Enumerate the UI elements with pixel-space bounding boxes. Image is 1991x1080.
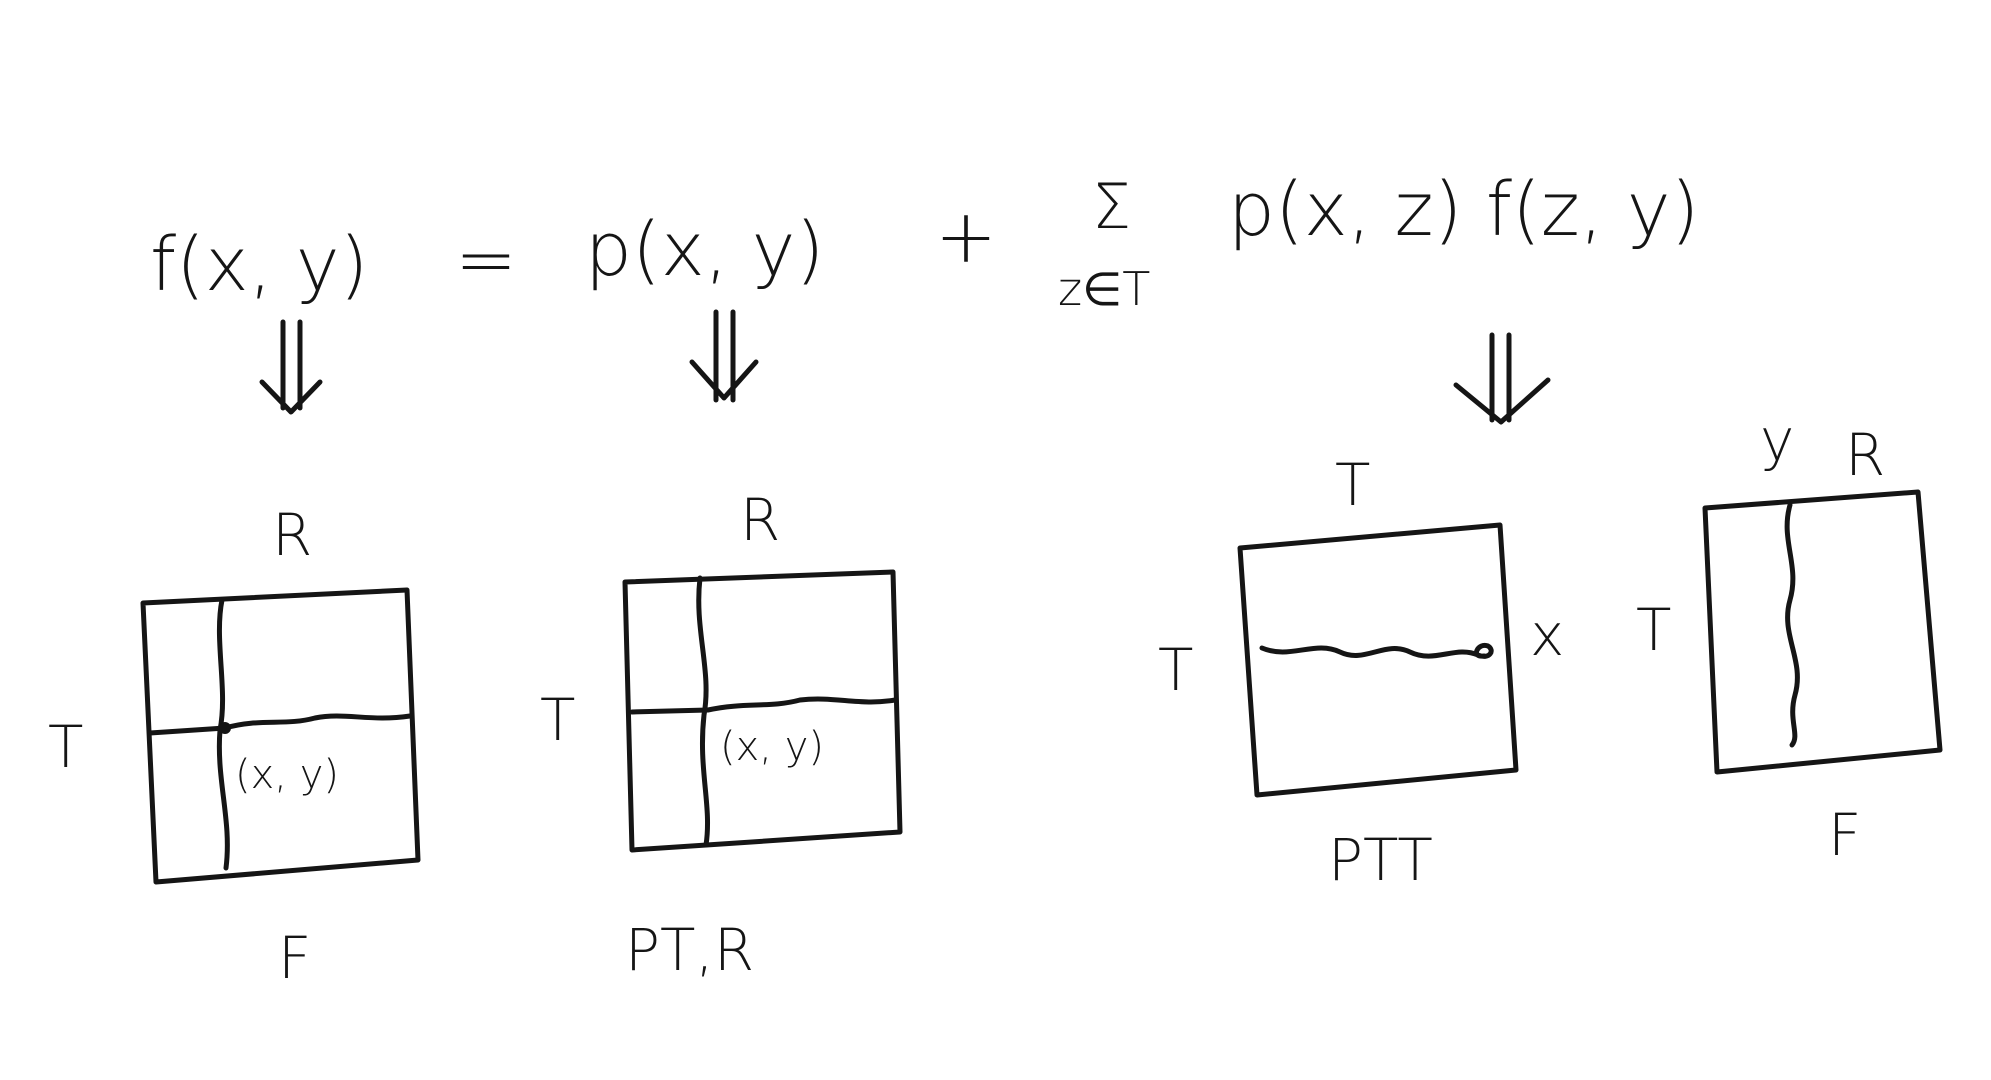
equation: f(x, y) = p(x, y) + Σ z∈T p(x, z) f(z, y… xyxy=(150,167,1699,316)
matrix-f: R T F (x, y) xyxy=(48,501,421,992)
matrix-f-right-top-col-label: y xyxy=(1760,406,1794,474)
equation-term-p: p(x, y) xyxy=(585,207,824,293)
matrix-p-tr-cell-label: (x, y) xyxy=(720,724,824,770)
arrows xyxy=(259,309,1551,425)
matrix-f-frame xyxy=(140,587,421,885)
matrix-f-col-line xyxy=(216,597,230,871)
equation-plus: + xyxy=(935,194,997,280)
equation-equals: = xyxy=(455,217,517,303)
matrix-f-right-col-wave xyxy=(1784,502,1800,748)
matrix-f-cell-label: (x, y) xyxy=(235,752,339,798)
matrix-f-right: y R T F xyxy=(1636,406,1943,869)
double-arrow-down-icon xyxy=(259,319,323,415)
matrix-p-tt-frame xyxy=(1237,522,1519,798)
equation-term-pf: p(x, z) f(z, y) xyxy=(1228,167,1699,253)
equation-lhs: f(x, y) xyxy=(150,222,368,308)
matrix-p-tr-bottom-label: PT,R xyxy=(625,916,754,984)
matrix-f-right-frame xyxy=(1702,489,1943,775)
matrix-f-row-line xyxy=(147,713,413,736)
matrix-p-tr-top-label: R xyxy=(740,486,780,554)
matrix-p-tt-bottom-label: PTT xyxy=(1328,826,1433,894)
matrix-p-tr-row-line xyxy=(629,696,898,715)
matrix-p-tt-right-label: x xyxy=(1530,601,1564,669)
matrix-p-tt-left-label: T xyxy=(1158,636,1193,704)
matrix-f-right-left-label: T xyxy=(1636,596,1671,664)
matrix-f-right-top-label: R xyxy=(1845,421,1885,489)
matrix-p-tt-top-label: T xyxy=(1335,451,1370,519)
matrix-p-tr: R T PT,R (x, y) xyxy=(540,486,903,984)
matrix-p-tr-frame xyxy=(622,569,903,853)
sum-symbol: Σ xyxy=(1092,170,1131,243)
matrix-p-tt-row-wave xyxy=(1259,642,1494,659)
double-arrow-down-icon xyxy=(689,309,759,403)
matrix-p-tt: T T x PTT xyxy=(1158,451,1564,894)
matrix-p-tr-col-line xyxy=(696,575,711,848)
sum-index: z∈T xyxy=(1058,262,1150,316)
double-arrow-down-icon xyxy=(1453,332,1551,425)
matrix-f-bottom-label: F xyxy=(278,924,311,992)
matrix-f-top-label: R xyxy=(272,501,312,569)
matrix-p-tr-left-label: T xyxy=(540,686,575,754)
matrix-f-left-label: T xyxy=(48,713,83,781)
matrix-f-cell-dot xyxy=(219,722,231,734)
matrix-f-right-bottom-label: F xyxy=(1828,801,1861,869)
